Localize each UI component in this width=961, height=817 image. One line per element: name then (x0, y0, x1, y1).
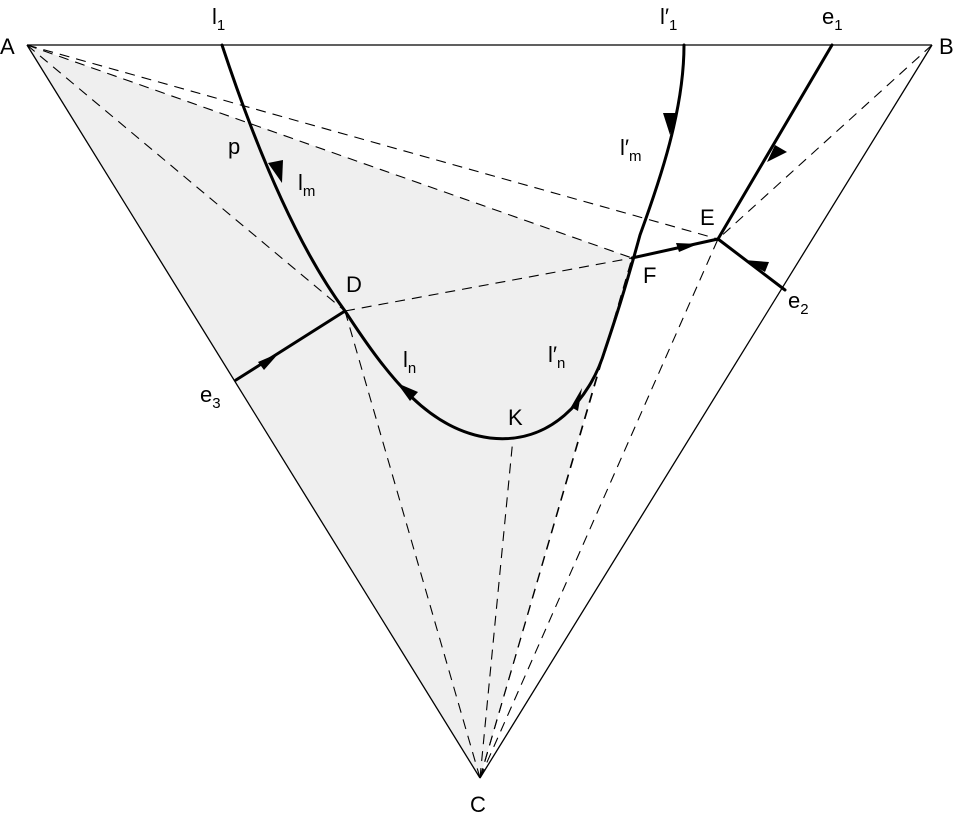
label-f: F (643, 263, 656, 288)
label-ln: ln (403, 347, 416, 377)
tie-c-d (344, 310, 481, 779)
label-e: E (700, 205, 715, 230)
tie-a-e (26, 44, 719, 240)
label-e2: e2 (788, 288, 809, 318)
label-a: A (0, 34, 15, 59)
tie-a-d (26, 44, 346, 312)
arrow-e1 (767, 145, 787, 162)
arrow-e3 (258, 353, 279, 370)
arrow-ln (397, 383, 418, 401)
label-lm: lm (298, 170, 315, 200)
arrow-lnp (571, 388, 582, 411)
label-c: C (470, 792, 486, 817)
curve-e2-e (716, 237, 787, 292)
curve-e3-d (234, 309, 347, 382)
tie-c-e (479, 238, 719, 779)
side-ac (26, 44, 481, 779)
curve-e1-e (716, 43, 834, 241)
tie-b-e (717, 44, 933, 240)
side-bc (479, 44, 933, 779)
label-p: p (228, 134, 240, 159)
label-d: D (346, 272, 362, 297)
label-l1: l1 (212, 4, 225, 34)
shaded-region (27, 45, 632, 778)
label-ln-prime: l′n (548, 342, 565, 372)
curve-f-e (630, 237, 720, 260)
tie-c-k (479, 437, 514, 779)
label-l1-prime: l′1 (660, 4, 677, 34)
label-k: K (508, 405, 523, 430)
arrow-fe (676, 243, 698, 252)
label-lm-prime: l′m (620, 135, 642, 165)
arrow-e2 (744, 260, 769, 272)
curve-l1p-to-k (603, 43, 686, 352)
tie-a-f (26, 44, 633, 259)
tie-d-f (344, 257, 633, 312)
curve-l1-to-k (220, 43, 607, 441)
arrow-lm (268, 160, 283, 183)
label-e3: e3 (200, 382, 221, 412)
arrow-lmp (663, 113, 677, 135)
label-e1: e1 (822, 4, 843, 34)
label-b: B (939, 34, 954, 59)
